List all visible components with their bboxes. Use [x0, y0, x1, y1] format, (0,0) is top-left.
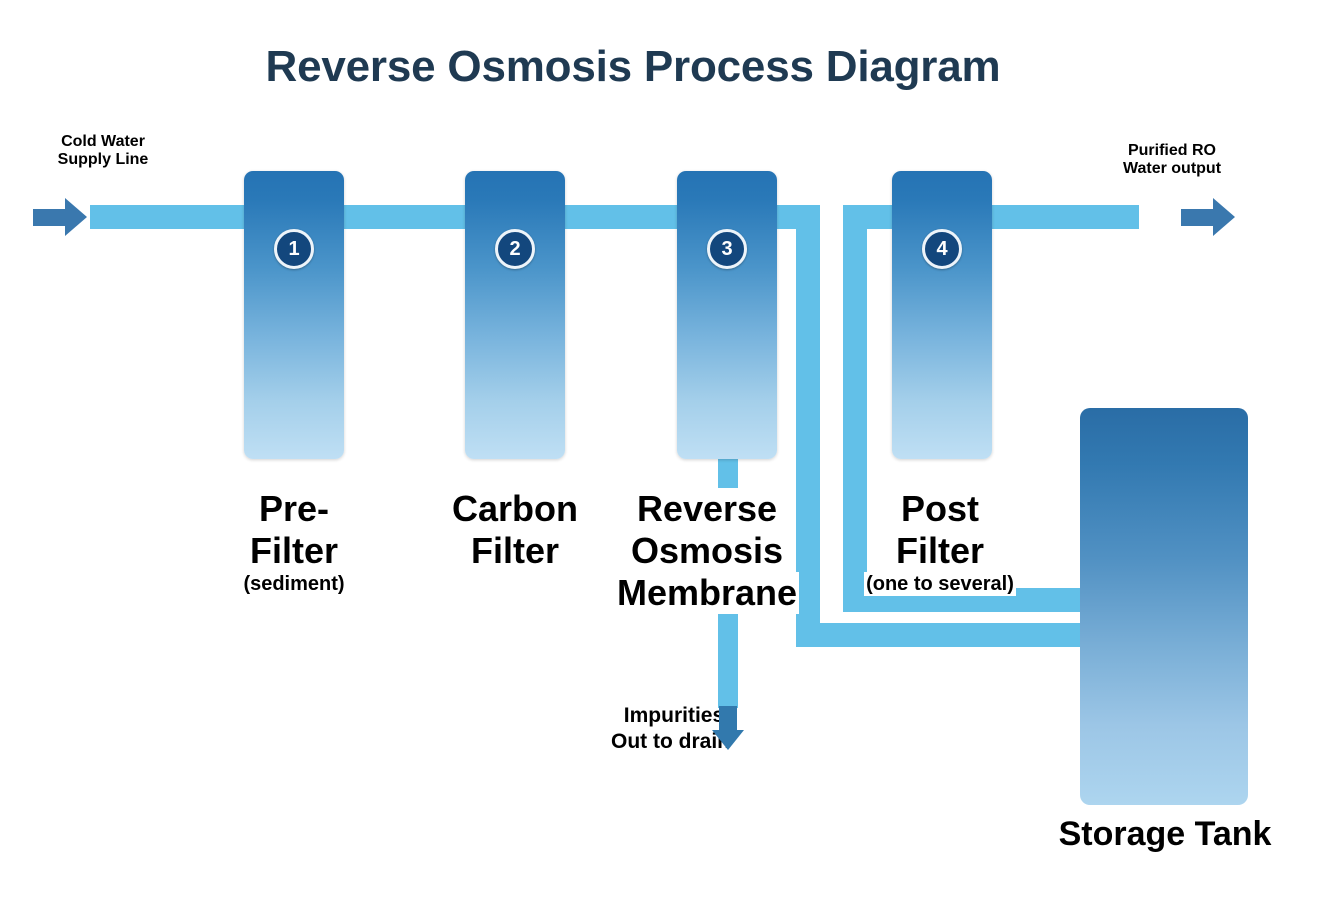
pipe-purified-output — [975, 205, 1139, 229]
pipe-ro-product-vertical — [796, 205, 820, 647]
filter-stage-4[interactable]: 4 — [892, 171, 992, 459]
pipe-tank-inlet-lower — [796, 623, 1086, 647]
stage-number-badge-2: 2 — [495, 229, 535, 269]
outlet-label-line1: Purified RO — [1127, 142, 1216, 159]
stage-number-badge-3: 3 — [707, 229, 747, 269]
outlet-arrow-right-icon — [1181, 198, 1239, 236]
filter-stage-3[interactable]: 3 — [677, 171, 777, 459]
filter-label-1-line2: Filter — [247, 530, 340, 573]
stage-number-badge-1: 1 — [274, 229, 314, 269]
pipe-tank-return-vertical — [843, 205, 867, 588]
storage-tank — [1080, 408, 1248, 805]
drain-label-line1: Impurities, — [623, 704, 730, 727]
filter-label-4: Post Filter (one to several) — [845, 488, 1035, 597]
filter-stage-2[interactable]: 2 — [465, 171, 565, 459]
drain-arrow-down-icon — [712, 706, 744, 754]
filter-label-4-sub: (one to several) — [864, 572, 1016, 597]
inlet-label-line1: Cold Water — [61, 133, 145, 150]
filter-label-3-line3: Membrane — [614, 572, 800, 615]
filter-label-2-line1: Carbon — [450, 488, 580, 531]
outlet-label-line2: Water output — [1122, 159, 1222, 177]
filter-label-3-line1: Reverse — [634, 488, 780, 531]
drain-label: Impurities, Out to drain — [540, 703, 730, 756]
page-title: Reverse Osmosis Process Diagram — [265, 42, 1001, 91]
filter-label-3: Reverse Osmosis Membrane — [612, 488, 802, 615]
stage-number-badge-4: 4 — [922, 229, 962, 269]
drain-label-line2: Out to drain — [611, 730, 730, 754]
filter-label-1-line1: Pre- — [256, 488, 332, 531]
storage-tank-label: Storage Tank — [1058, 815, 1272, 853]
filter-label-4-line1: Post — [898, 488, 981, 531]
inlet-arrow-right-icon — [33, 198, 91, 236]
filter-stage-1[interactable]: 1 — [244, 171, 344, 459]
inlet-label-line2: Supply Line — [57, 150, 149, 168]
filter-label-2: Carbon Filter — [420, 488, 610, 573]
filter-label-1: Pre- Filter (sediment) — [199, 488, 389, 597]
filter-label-1-sub: (sediment) — [241, 572, 347, 597]
filter-label-3-line2: Osmosis — [628, 530, 786, 573]
inlet-label: Cold Water Supply Line — [8, 133, 198, 169]
filter-label-2-line2: Filter — [468, 530, 561, 573]
filter-label-4-line2: Filter — [893, 530, 986, 573]
outlet-label: Purified RO Water output — [1072, 142, 1272, 178]
